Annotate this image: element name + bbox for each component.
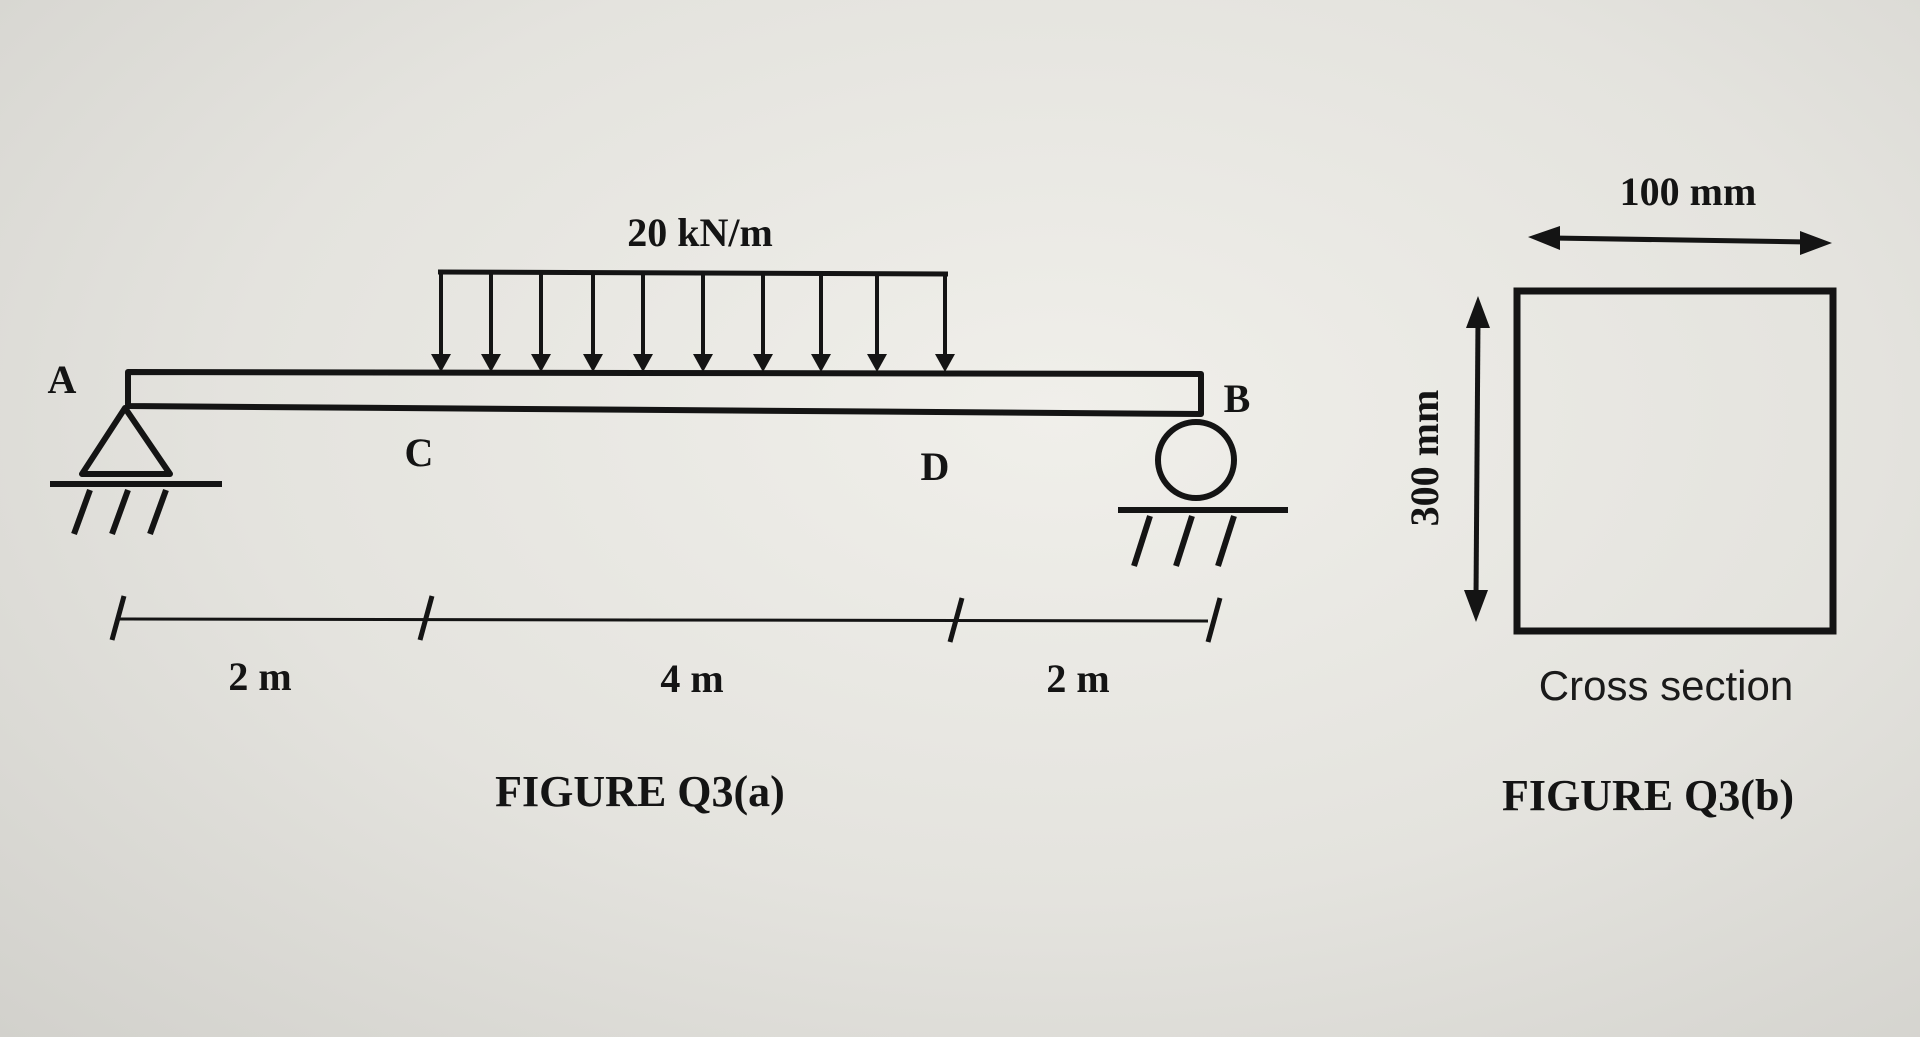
point-label-d: D — [921, 444, 950, 489]
udl-arrowhead — [935, 354, 955, 372]
tick-mark — [417, 595, 435, 641]
pin-support-a — [50, 405, 222, 536]
figure-q3a: 20 kN/m A B C D 2 m — [48, 210, 1288, 816]
udl-arrowhead — [481, 354, 501, 372]
udl-arrowhead — [811, 354, 831, 372]
beam — [125, 369, 1204, 417]
point-label-b: B — [1224, 376, 1251, 421]
height-dimension-arrow — [1464, 296, 1490, 622]
udl-arrowhead — [867, 354, 887, 372]
cross-section-label: Cross section — [1539, 662, 1793, 709]
tick-mark — [1205, 597, 1223, 643]
udl-arrowhead — [583, 354, 603, 372]
span-label-db: 2 m — [1046, 656, 1109, 701]
width-dimension-arrow — [1528, 226, 1832, 255]
width-label: 100 mm — [1620, 169, 1757, 214]
point-label-c: C — [405, 430, 434, 475]
span-label-ac: 2 m — [228, 654, 291, 699]
load-label: 20 kN/m — [627, 210, 773, 255]
udl-arrowhead — [753, 354, 773, 372]
figure-caption-a: FIGURE Q3(a) — [495, 767, 785, 816]
udl-arrows — [431, 272, 955, 372]
udl-arrowhead — [693, 354, 713, 372]
point-label-a: A — [48, 357, 77, 402]
figure-q3b: 100 mm 300 mm Cross section FIGURE Q3(b) — [1402, 169, 1837, 820]
tick-mark — [109, 595, 127, 641]
span-label-cd: 4 m — [660, 656, 723, 701]
udl-arrowhead — [431, 354, 451, 372]
height-label: 300 mm — [1402, 390, 1447, 527]
cross-section-rect — [1513, 287, 1837, 635]
udl-arrowhead — [531, 354, 551, 372]
udl-arrowhead — [633, 354, 653, 372]
roller-support-b — [1118, 419, 1288, 567]
dimension-line — [109, 595, 1223, 643]
udl-top-bar — [437, 269, 949, 277]
tick-mark — [947, 597, 965, 643]
figure-caption-b: FIGURE Q3(b) — [1502, 771, 1794, 820]
